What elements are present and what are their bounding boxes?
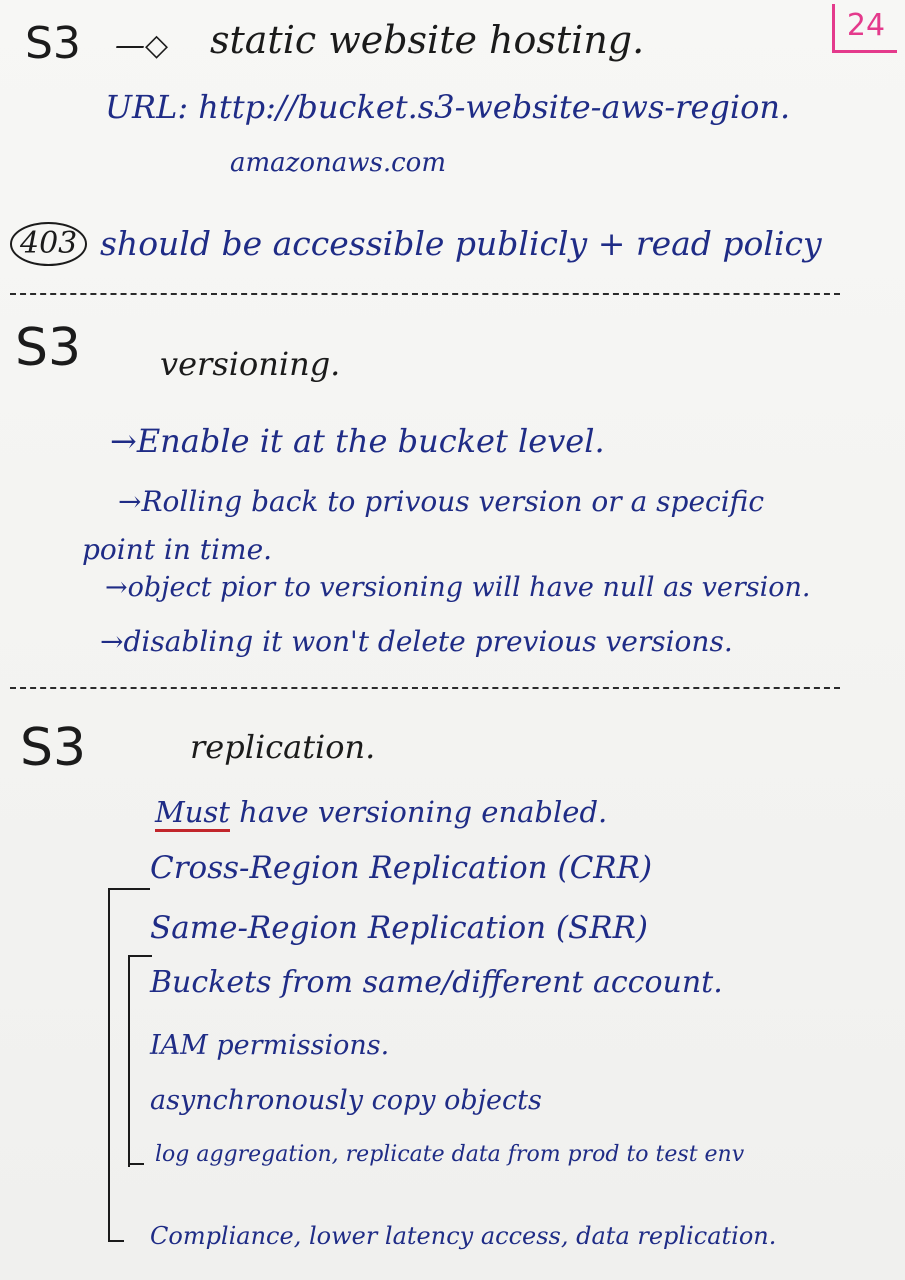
error-code: 403: [10, 222, 88, 266]
section-divider-2: [10, 687, 840, 689]
log-arrow: [130, 1163, 144, 1165]
replication-item-srr: Same-Region Replication (SRR): [150, 910, 649, 946]
versioning-bullet-4: →disabling it won't delete previous vers…: [100, 625, 733, 658]
must-emphasis: Must: [155, 795, 230, 832]
static-section-prefix: S3: [25, 18, 81, 69]
replication-section-title: replication.: [190, 728, 376, 766]
page-number: 24: [832, 4, 897, 53]
replication-requirement: Must have versioning enabled.: [155, 795, 608, 832]
versioning-section-prefix: S3: [15, 318, 82, 378]
static-section-title: static website hosting.: [210, 18, 645, 62]
outer-bracket: [108, 888, 150, 1242]
replication-use-case-compliance: Compliance, lower latency access, data r…: [150, 1222, 777, 1250]
versioning-bullet-2-continued: point in time.: [82, 533, 273, 566]
replication-item-accounts: Buckets from same/different account.: [150, 965, 723, 1000]
replication-item-async: asynchronously copy objects: [150, 1085, 542, 1116]
inner-bracket: [128, 955, 152, 1167]
replication-item-crr: Cross-Region Replication (CRR): [150, 850, 653, 886]
versioning-bullet-1: →Enable it at the bucket level.: [110, 422, 605, 460]
static-error-note: should be accessible publicly + read pol…: [100, 224, 822, 263]
error-code-circle: 403: [10, 222, 88, 266]
versioning-section-title: versioning.: [160, 345, 341, 383]
versioning-bullet-2: →Rolling back to privous version or a sp…: [118, 485, 765, 518]
section-divider-1: [10, 293, 840, 295]
compliance-arrow: [110, 1240, 124, 1242]
replication-section-prefix: S3: [20, 718, 87, 778]
static-url: URL: http://bucket.s3-website-aws-region…: [105, 88, 791, 126]
static-arrow: —◇: [115, 28, 169, 63]
versioning-bullet-3: →object pior to versioning will have nul…: [105, 572, 811, 603]
replication-use-case-log: log aggregation, replicate data from pro…: [155, 1142, 745, 1167]
static-url-continued: amazonaws.com: [230, 148, 446, 178]
must-rest: have versioning enabled.: [239, 795, 608, 829]
replication-item-iam: IAM permissions.: [150, 1030, 390, 1061]
